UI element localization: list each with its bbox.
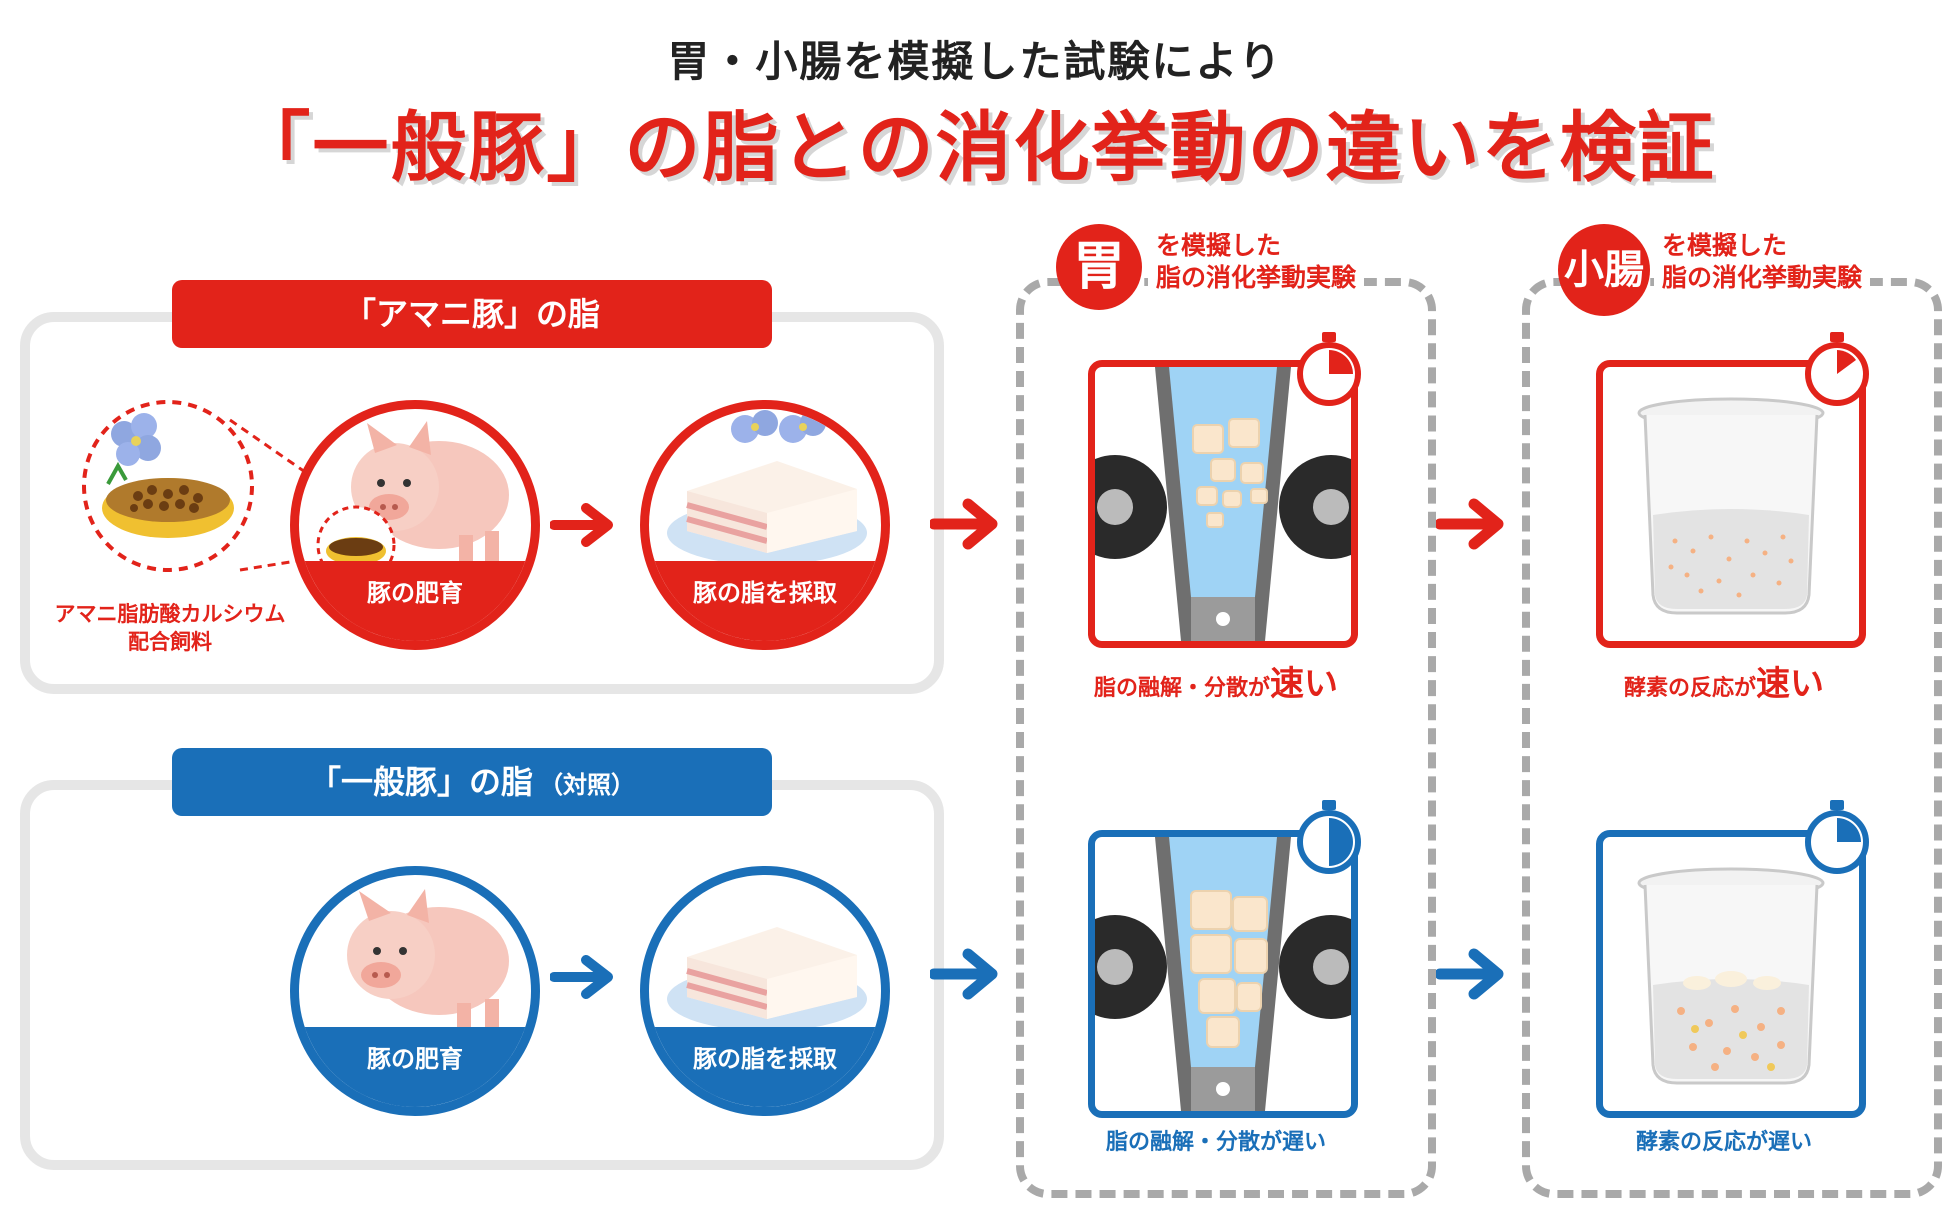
intestine-slow-box (1596, 830, 1866, 1118)
page-title: 「一般豚」の脂との消化挙動の違いを検証 (234, 103, 1716, 192)
arrow-right-icon (1436, 498, 1504, 550)
flax-flower-icon (106, 413, 161, 485)
flax-step2-label: 豚の脂を採取 (649, 561, 881, 641)
stopwatch-icon (1805, 800, 1869, 874)
feed-caption: アマニ脂肪酸カルシウム 配合飼料 (54, 602, 286, 654)
beaker-icon (1637, 397, 1825, 615)
stopwatch-icon (1297, 800, 1361, 874)
stomach-fast-result: 脂の融解・分散が速い (1093, 664, 1338, 704)
feed-bowl-icon (102, 478, 234, 538)
arrow-right-icon (930, 948, 998, 1000)
subtitle: 胃・小腸を模擬した試験により (667, 37, 1283, 86)
feed-illustration (82, 400, 254, 572)
intestine-fast-result: 酵素の反応が速い (1623, 664, 1824, 704)
stomach-grinder-icon (1095, 837, 1351, 1111)
pig-icon (347, 889, 509, 1033)
stopwatch-icon (1805, 332, 1869, 406)
pork-fat-icon (667, 461, 867, 565)
stomach-fast-box (1088, 360, 1358, 648)
control-step-fat-sampling: 豚の脂を採取 (640, 866, 890, 1116)
stomach-slow-box (1088, 830, 1358, 1118)
arrow-right-icon (930, 498, 998, 550)
stopwatch-icon (1297, 332, 1361, 406)
arrow-right-icon (550, 955, 613, 999)
intestine-fast-box (1596, 360, 1866, 648)
control-step2-label: 豚の脂を採取 (649, 1027, 881, 1107)
arrow-right-icon (1436, 948, 1504, 1000)
beaker-icon (1637, 867, 1825, 1085)
control-group-label: 「一般豚」の脂（対照） (172, 748, 772, 816)
flax-step-fattening: 豚の肥育 (290, 400, 540, 650)
intestine-badge: 小腸 (1558, 224, 1650, 316)
stomach-grinder-icon (1095, 367, 1351, 641)
control-step-fattening: 豚の肥育 (290, 866, 540, 1116)
control-step1-label: 豚の肥育 (299, 1027, 531, 1107)
arrow-right-icon (550, 503, 613, 547)
stomach-section-label: を模擬した 脂の消化挙動実験 (1148, 230, 1365, 294)
flax-flower-icon (731, 410, 826, 443)
stomach-slow-result: 脂の融解・分散が遅い (1105, 1130, 1326, 1155)
flax-step1-label: 豚の肥育 (299, 561, 531, 641)
flax-group-label: 「アマニ豚」の脂 (172, 280, 772, 348)
flax-step-fat-sampling: 豚の脂を採取 (640, 400, 890, 650)
stomach-badge: 胃 (1056, 224, 1142, 310)
pork-fat-icon (667, 927, 867, 1031)
intestine-section-label: を模擬した 脂の消化挙動実験 (1654, 230, 1871, 294)
intestine-slow-result: 酵素の反応が遅い (1635, 1130, 1812, 1155)
